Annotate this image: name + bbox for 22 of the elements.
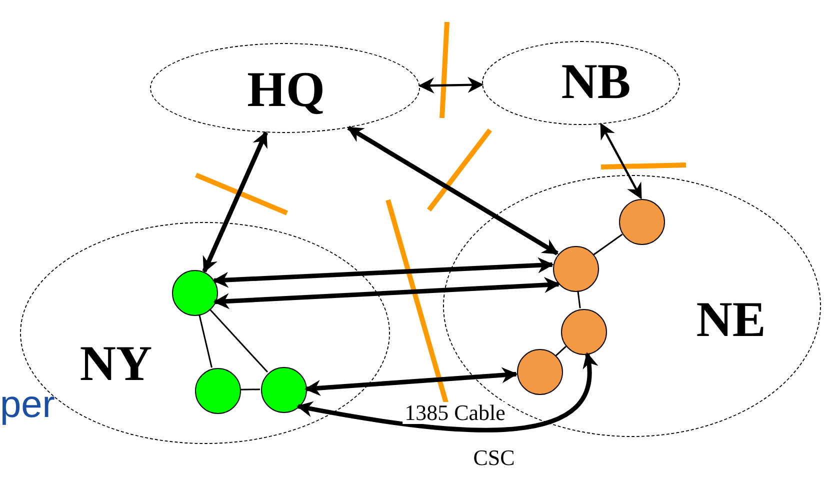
arrow bbox=[304, 367, 518, 396]
region-name: NB bbox=[561, 56, 631, 106]
region-name: NY bbox=[80, 338, 152, 388]
slide-text: per bbox=[0, 386, 55, 424]
link-line bbox=[209, 308, 268, 373]
arrow bbox=[600, 122, 642, 200]
arrow bbox=[296, 352, 597, 432]
region-ellipse bbox=[482, 41, 680, 125]
arrow bbox=[418, 76, 484, 94]
region-ellipse bbox=[150, 43, 420, 133]
link-line bbox=[240, 388, 260, 390]
link-line bbox=[556, 346, 566, 356]
arrow bbox=[212, 257, 554, 288]
link-line bbox=[198, 314, 212, 368]
arrow bbox=[202, 131, 268, 273]
arrow bbox=[347, 126, 559, 256]
region-name: NE bbox=[696, 294, 766, 344]
link-line bbox=[577, 290, 581, 308]
arrow bbox=[213, 277, 560, 310]
region-name: HQ bbox=[247, 64, 325, 114]
link-line bbox=[593, 234, 623, 256]
edge-label: 1385 Cable bbox=[402, 402, 508, 424]
